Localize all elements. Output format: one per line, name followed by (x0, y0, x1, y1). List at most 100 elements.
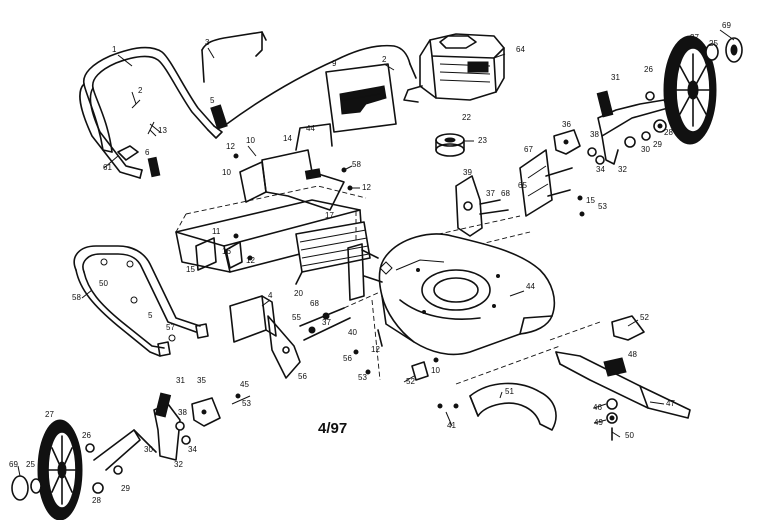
callout-c-30a: 30 (641, 145, 650, 154)
callout-c-52a: 52 (640, 313, 649, 322)
callout-c-25b: 25 (26, 460, 35, 469)
upper-handle (79, 46, 223, 179)
callout-c-9: 9 (332, 59, 337, 68)
callout-c-23: 23 (478, 136, 487, 145)
callout-c-38a: 38 (590, 130, 599, 139)
callout-c-12a: 12 (226, 142, 235, 151)
callout-c-13: 13 (158, 126, 167, 135)
callout-c-36: 36 (562, 120, 571, 129)
callout-c-38b: 38 (178, 408, 187, 417)
callout-c-67: 67 (524, 145, 533, 154)
callout-c-64: 64 (516, 45, 525, 54)
callout-c-53c: 53 (242, 399, 251, 408)
callout-c-68b: 68 (310, 299, 319, 308)
callout-c-49: 49 (594, 418, 603, 427)
callout-c-45: 45 (240, 380, 249, 389)
callout-c-40: 40 (348, 328, 357, 337)
callout-c-55: 55 (292, 313, 301, 322)
throttle-cable (223, 44, 417, 127)
callout-c-10b: 10 (222, 168, 231, 177)
callout-c-35: 35 (197, 376, 206, 385)
callout-c-17: 17 (325, 211, 334, 220)
callout-c-10c: 10 (431, 366, 440, 375)
callout-c-44b: 44 (526, 282, 535, 291)
callout-c-29a: 29 (653, 140, 662, 149)
callout-c-5b: 5 (148, 311, 153, 320)
callout-c-53b: 53 (358, 373, 367, 382)
callout-c-28b: 28 (92, 496, 101, 505)
callout-c-26b: 26 (82, 431, 91, 440)
blade-adapter (411, 321, 601, 431)
rear-right-hinge-bracket (519, 149, 585, 217)
cutting-blade (555, 315, 691, 441)
callout-c-37b: 37 (322, 318, 331, 327)
front-left-hinge-bracket (229, 291, 381, 379)
callout-c-15a: 15 (586, 196, 595, 205)
callout-c-30b: 30 (144, 445, 153, 454)
callout-c-27b: 27 (45, 410, 54, 419)
callout-c-20: 20 (294, 289, 303, 298)
callout-c-27a: 27 (690, 33, 699, 42)
lever-bracket (429, 175, 531, 255)
callout-c-51: 51 (505, 387, 514, 396)
engine-control-bracket (117, 91, 228, 178)
callout-c-4: 4 (268, 291, 273, 300)
callout-c-61: 61 (103, 163, 112, 172)
callout-c-69: 69 (722, 21, 731, 30)
callout-c-48: 48 (628, 350, 637, 359)
callout-c-31b: 31 (176, 376, 185, 385)
callout-c-69b: 69 (9, 460, 18, 469)
callout-c-46: 46 (593, 403, 602, 412)
callout-c-34b: 34 (188, 445, 197, 454)
callout-c-10a: 10 (246, 136, 255, 145)
callout-c-3: 3 (205, 38, 210, 47)
callout-c-56a: 56 (343, 354, 352, 363)
rear-skirt (295, 221, 371, 285)
callout-c-15b: 15 (186, 265, 195, 274)
center-plate (347, 210, 393, 381)
callout-c-37a: 37 (486, 189, 495, 198)
callout-c-44a: 44 (306, 124, 315, 133)
callout-c-1: 1 (112, 45, 117, 54)
callout-c-2b: 2 (382, 55, 387, 64)
leader-lines (17, 29, 735, 477)
callout-c-52b: 52 (406, 377, 415, 386)
callout-c-25a: 25 (709, 39, 718, 48)
callout-c-58b: 58 (72, 293, 81, 302)
callout-c-53a: 53 (598, 202, 607, 211)
callout-c-31a: 31 (611, 73, 620, 82)
callout-c-34a: 34 (596, 165, 605, 174)
lower-handle (73, 245, 209, 357)
callout-c-22: 22 (462, 113, 471, 122)
callout-c-56b: 56 (298, 372, 307, 381)
callout-c-32a: 32 (618, 165, 627, 174)
callout-c-50: 50 (99, 279, 108, 288)
filter-cover (325, 63, 397, 133)
callout-c-32b: 32 (174, 460, 183, 469)
rear-baffle-assembly (175, 123, 367, 273)
callout-c-14: 14 (283, 134, 292, 143)
callout-c-16: 16 (222, 247, 231, 256)
callout-c-26a: 26 (644, 65, 653, 74)
callout-c-58a: 58 (352, 160, 361, 169)
revision-code: 4/97 (318, 420, 347, 437)
front-left-height-adjuster (153, 392, 251, 461)
callout-c-12d: 12 (371, 345, 380, 354)
rear-right-wheel (663, 35, 743, 145)
callout-c-12c: 12 (246, 256, 255, 265)
mower-deck (378, 233, 556, 356)
callout-c-29b: 29 (121, 484, 130, 493)
callout-c-11: 11 (212, 227, 221, 236)
callout-c-6: 6 (145, 148, 150, 157)
front-left-wheel (11, 419, 157, 520)
callout-c-68a: 68 (501, 189, 510, 198)
callout-c-47: 47 (666, 399, 675, 408)
engine (403, 33, 505, 103)
rear-right-height-adjuster (553, 90, 669, 165)
callout-c-50b: 50 (625, 431, 634, 440)
callout-c-39: 39 (463, 168, 472, 177)
callout-c-65: 65 (518, 181, 527, 190)
